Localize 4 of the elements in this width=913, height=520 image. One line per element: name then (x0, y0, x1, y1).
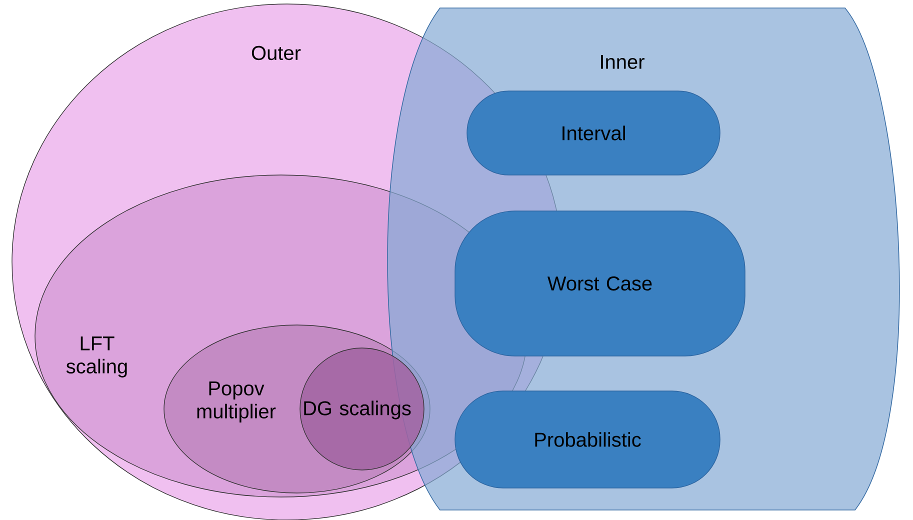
ellipse-region: DG scalings (300, 348, 424, 470)
rounded-box: Worst Case (454, 210, 746, 356)
rounded-box: Interval (466, 90, 720, 176)
rounded-box: Probabilistic (454, 390, 720, 488)
